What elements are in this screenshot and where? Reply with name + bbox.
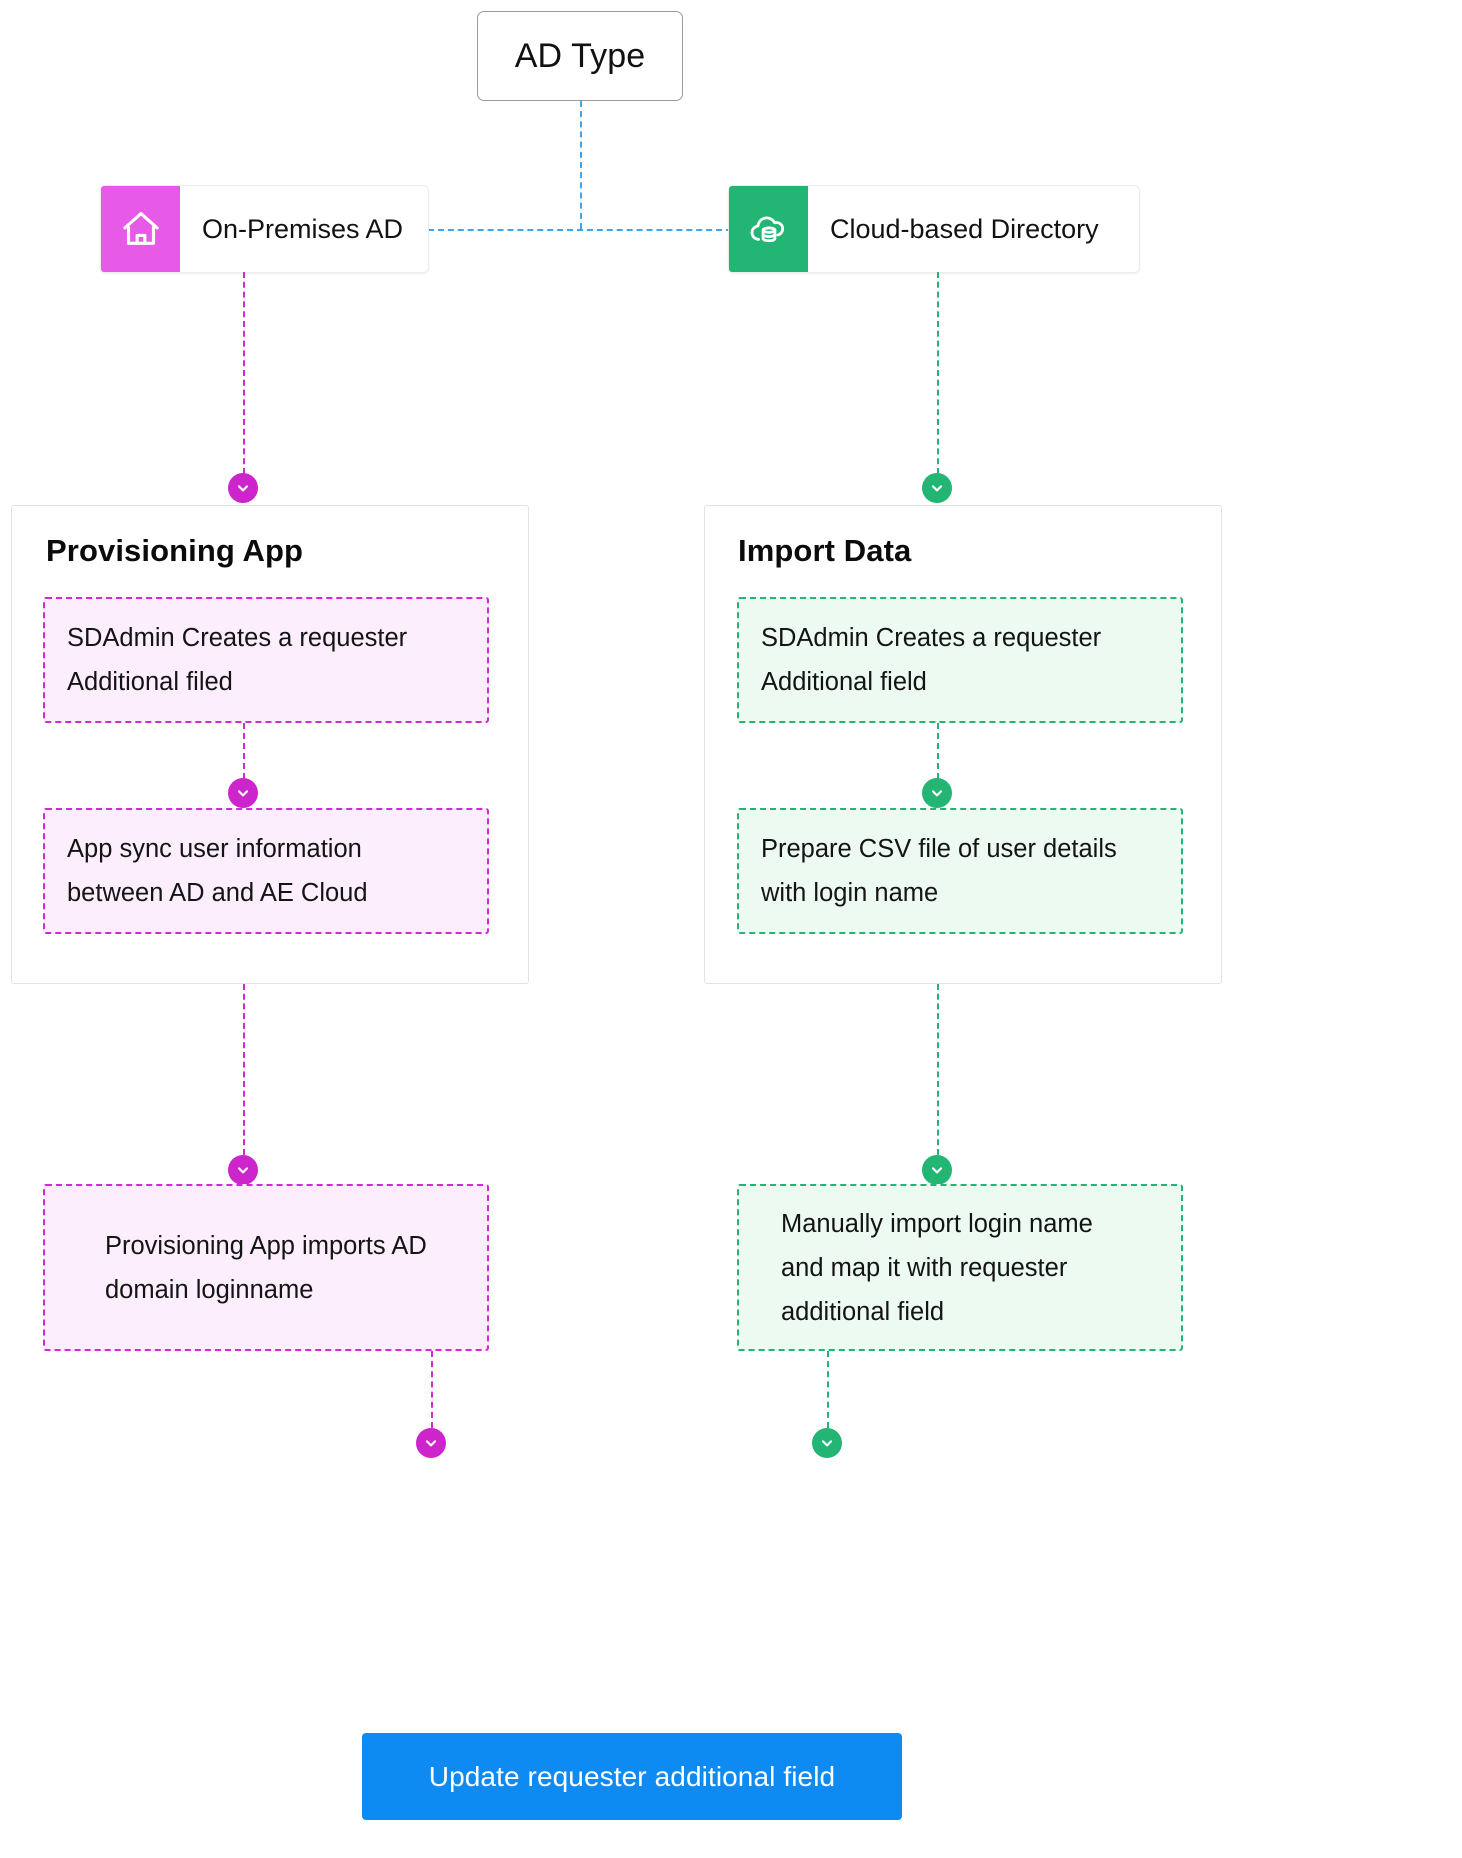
step-import-2-line-1: Prepare CSV file of user details (761, 835, 1117, 863)
link-right-to-final (827, 1351, 829, 1428)
connector-badge-right-final[interactable] (812, 1428, 842, 1458)
connector-badge-provisioning[interactable] (228, 473, 258, 503)
update-requester-additional-field-label: Update requester additional field (428, 1760, 836, 1792)
step-provisioning-app-imports-line-1: Provisioning App imports AD (105, 1231, 427, 1260)
group-import-data-title: Import Data (738, 533, 912, 568)
node-ad-type-label: AD Type (514, 36, 646, 75)
step-import-1-line-2: Additional field (761, 668, 927, 696)
step-provisioning-1-line-2: Additional filed (67, 668, 233, 696)
step-import-1-line-1: SDAdmin Creates a requester (761, 624, 1102, 652)
step-provisioning-2[interactable]: App sync user information between AD and… (43, 808, 489, 934)
node-on-premises-ad-label: On-Premises AD (202, 213, 404, 244)
group-provisioning-app-title: Provisioning App (46, 533, 304, 568)
cloud-database-icon (729, 186, 808, 272)
step-provisioning-app-imports[interactable]: Provisioning App imports AD domain login… (43, 1184, 489, 1351)
step-import-1[interactable]: SDAdmin Creates a requester Additional f… (737, 597, 1183, 723)
step-manual-import-map-line-3: additional field (781, 1297, 945, 1326)
connector-badge-import[interactable] (922, 473, 952, 503)
node-cloud-based-directory-label: Cloud-based Directory (830, 213, 1099, 244)
link-cloud-to-import (937, 272, 939, 474)
node-ad-type[interactable]: AD Type (477, 11, 683, 101)
step-provisioning-1[interactable]: SDAdmin Creates a requester Additional f… (43, 597, 489, 723)
node-cloud-based-directory[interactable]: Cloud-based Directory (729, 186, 1139, 272)
link-provisioning-1-2 (243, 723, 245, 779)
step-provisioning-2-line-1: App sync user information (67, 835, 362, 863)
node-on-premises-ad[interactable]: On-Premises AD (101, 186, 428, 272)
connector-badge-import-step2[interactable] (922, 778, 952, 808)
link-left-to-final (431, 1351, 433, 1428)
step-manual-import-map[interactable]: Manually import login name and map it wi… (737, 1184, 1183, 1351)
link-import-to-outcome (937, 984, 939, 1155)
link-root-bar (428, 229, 732, 231)
connector-badge-provisioning-outcome[interactable] (228, 1155, 258, 1185)
connector-badge-provisioning-step2[interactable] (228, 778, 258, 808)
step-manual-import-map-line-1: Manually import login name (781, 1209, 1093, 1238)
step-provisioning-app-imports-line-2: domain loginname (105, 1275, 314, 1304)
link-root-stem (580, 101, 582, 229)
step-provisioning-2-line-2: between AD and AE Cloud (67, 879, 368, 907)
step-import-2[interactable]: Prepare CSV file of user details with lo… (737, 808, 1183, 934)
link-provisioning-to-outcome (243, 984, 245, 1155)
step-import-2-line-2: with login name (761, 879, 939, 907)
step-provisioning-1-line-1: SDAdmin Creates a requester (67, 624, 408, 652)
step-manual-import-map-line-2: and map it with requester (781, 1253, 1068, 1282)
home-icon (101, 186, 180, 272)
connector-badge-left-final[interactable] (416, 1428, 446, 1458)
link-onprem-to-provisioning (243, 272, 245, 474)
update-requester-additional-field-button[interactable]: Update requester additional field (362, 1733, 902, 1820)
connector-badge-import-outcome[interactable] (922, 1155, 952, 1185)
link-import-1-2 (937, 723, 939, 779)
